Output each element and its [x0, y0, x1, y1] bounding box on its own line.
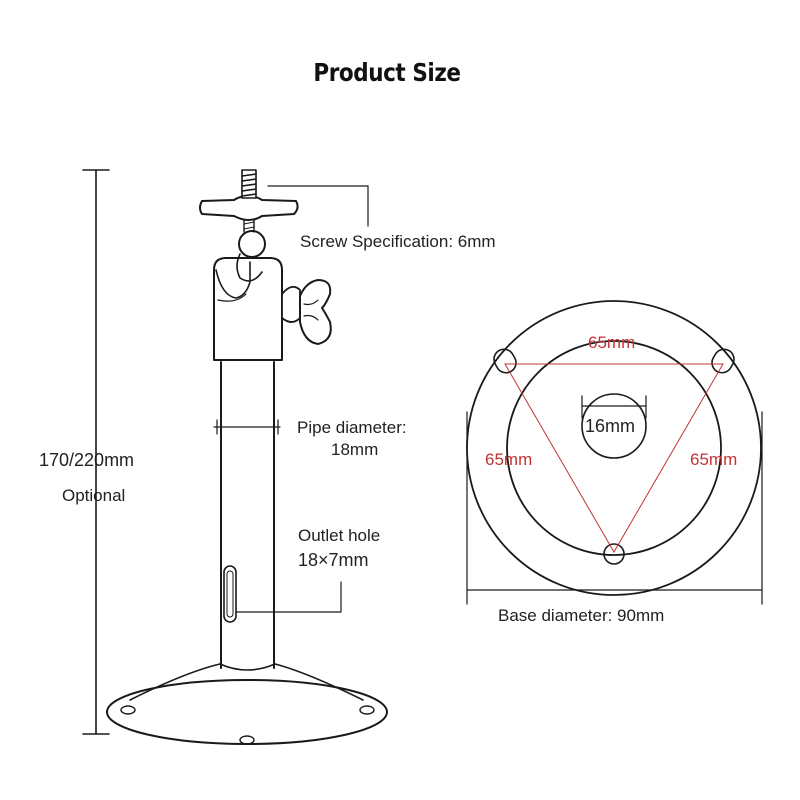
page-title: Product Size	[313, 58, 461, 87]
outlet-leader-line	[235, 581, 342, 613]
mount-base-plate	[106, 663, 388, 745]
base-diameter-dimension	[466, 411, 763, 605]
height-dimension-line	[82, 169, 110, 735]
hole-span-top-label: 65mm	[588, 333, 636, 352]
base-diameter-label: Base diameter: 90mm	[498, 606, 665, 625]
hole-span-right-label: 65mm	[690, 450, 738, 469]
outlet-hole-value: 18×7mm	[298, 550, 369, 570]
camera-screw	[199, 169, 299, 233]
hole-span-left-label: 65mm	[485, 450, 533, 469]
mount-pipe	[220, 361, 275, 669]
pipe-diameter-dimension	[213, 419, 281, 435]
screw-leader-line	[267, 185, 369, 227]
center-hole-dimension	[581, 395, 647, 419]
height-label: 170/220mm	[39, 450, 135, 470]
mounting-hole-triangle	[504, 363, 724, 553]
pipe-diameter-value: 18mm	[331, 440, 379, 459]
swivel-joint	[213, 230, 332, 361]
height-optional-label: Optional	[62, 486, 126, 505]
center-hole-label: 16mm	[585, 416, 636, 436]
pipe-diameter-label: Pipe diameter:	[297, 418, 407, 437]
outlet-hole-label: Outlet hole	[298, 526, 381, 545]
screw-spec-label: Screw Specification: 6mm	[300, 232, 496, 251]
